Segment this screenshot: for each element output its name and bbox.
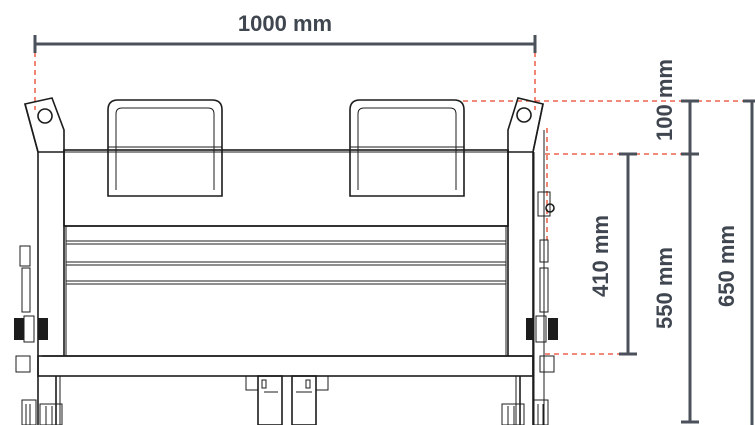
right-handle bbox=[349, 99, 465, 197]
width-dimension: 1000 mm bbox=[33, 11, 537, 53]
mid-height-dimension: 550 mm bbox=[652, 154, 699, 424]
mid-height-label: 550 mm bbox=[652, 247, 677, 329]
total-height-label: 650 mm bbox=[714, 225, 739, 307]
inner-height-label: 410 mm bbox=[588, 215, 613, 297]
left-latch-detail bbox=[14, 245, 48, 425]
frame-drawing bbox=[14, 97, 558, 425]
left-handle bbox=[107, 99, 223, 197]
left-lifting-lug bbox=[24, 97, 65, 153]
extension-guides bbox=[34, 52, 752, 355]
lower-frame bbox=[37, 355, 534, 425]
width-label: 1000 mm bbox=[238, 11, 332, 36]
top-offset-label: 100 mm bbox=[652, 59, 677, 141]
bottom-feet bbox=[39, 403, 525, 425]
right-latch-detail bbox=[526, 191, 558, 425]
inner-height-dimension: 410 mm bbox=[588, 152, 637, 356]
total-height-dimension: 650 mm bbox=[714, 99, 755, 425]
upper-body bbox=[63, 149, 509, 227]
side-columns bbox=[37, 130, 545, 425]
right-lifting-lug bbox=[507, 97, 544, 153]
bottom-mechanism bbox=[245, 375, 329, 425]
top-offset-dimension: 100 mm bbox=[652, 59, 699, 156]
ribbed-panel bbox=[64, 225, 508, 356]
